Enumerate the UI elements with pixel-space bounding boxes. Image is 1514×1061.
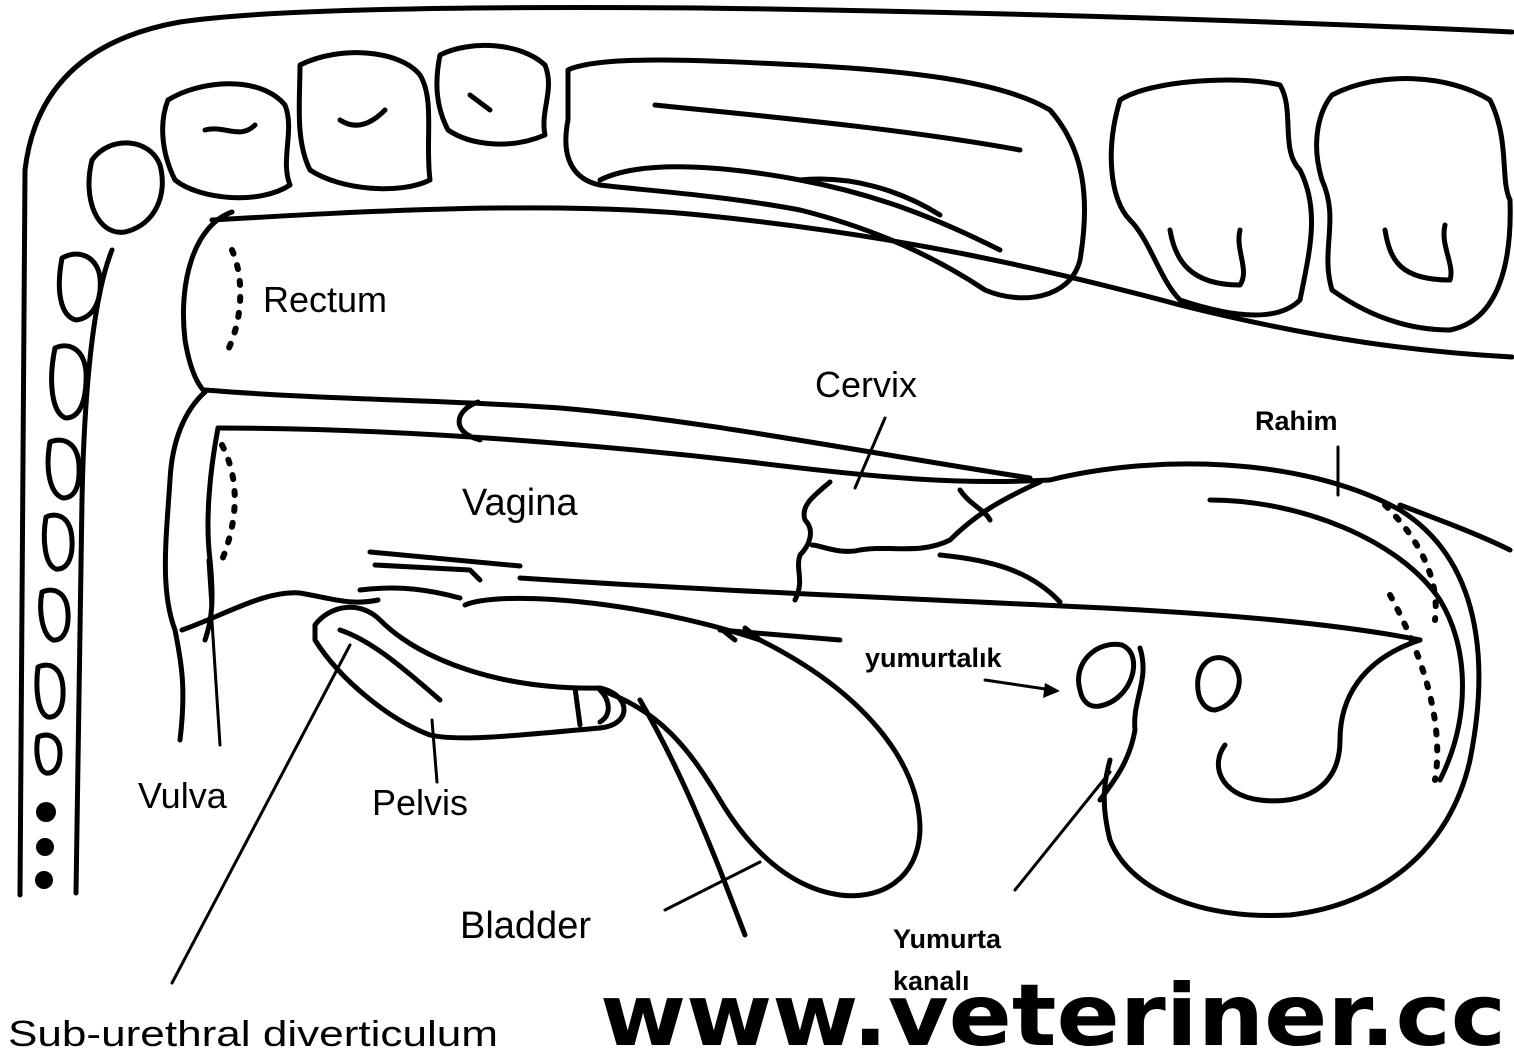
label-yumurtalik: yumurtalık [865, 643, 1003, 673]
tail-vertebra [59, 254, 100, 320]
tail-inner-outline [76, 250, 112, 893]
label-sub-urethral: Sub-urethral diverticulum [8, 1013, 498, 1054]
ovary [1079, 644, 1134, 706]
uterus-outer [1050, 464, 1479, 916]
uterus-dotted-wall [1385, 505, 1436, 620]
uterus-dotted-wall [1390, 595, 1437, 780]
vestibule [222, 445, 235, 560]
perineum-outline [165, 392, 205, 740]
vertebra [1111, 80, 1311, 315]
pelvis-leader [432, 720, 437, 782]
bladder-leader [665, 862, 760, 910]
tail-vertebra [36, 802, 56, 822]
label-rectum: Rectum [263, 279, 387, 320]
vertebra [299, 53, 430, 189]
label-yumurta-kanali-1: Yumurta [893, 924, 1002, 954]
uterus-horn [1210, 500, 1463, 780]
pubic-symphysis [360, 588, 460, 598]
tail-vertebra [44, 515, 72, 569]
tail-vertebra [37, 735, 60, 773]
arrowhead-icon [1043, 683, 1060, 698]
tail-vertebra [37, 665, 63, 717]
tail-vertebra [35, 871, 53, 889]
vertebra [437, 45, 549, 144]
bladder [465, 598, 920, 895]
vagina-top-wall [218, 428, 1050, 482]
cervix-wall [795, 482, 830, 600]
vertebra [89, 143, 162, 232]
label-pelvis: Pelvis [372, 782, 468, 823]
rectum-anus-wall [183, 212, 232, 392]
tail-vertebra [52, 346, 86, 418]
yumurtalik-arrow [985, 680, 1052, 690]
watermark: www.veteriner.cc [600, 966, 1506, 1061]
sacrum-inner [655, 105, 1020, 150]
tail-vertebra [41, 590, 68, 640]
label-vulva: Vulva [138, 775, 228, 816]
cervix-rings [812, 482, 1040, 551]
vertebra [1317, 79, 1511, 330]
yumurta-kanali-leader [1015, 772, 1110, 890]
label-rahim: Rahim [1255, 406, 1338, 436]
label-cervix: Cervix [815, 364, 917, 405]
uterus-horn [1218, 640, 1420, 801]
vagina-floor [520, 578, 1420, 640]
label-vagina: Vagina [462, 482, 578, 524]
vertebra [163, 84, 290, 198]
tail-vertebra [36, 838, 54, 856]
anal-sphincter [228, 250, 240, 350]
label-bladder: Bladder [460, 905, 591, 947]
vagina-floor [370, 552, 520, 580]
pelvis-detail [340, 630, 608, 725]
tail-vertebra [48, 440, 79, 498]
ovary [1198, 658, 1240, 710]
cervix-rings [940, 490, 1060, 602]
